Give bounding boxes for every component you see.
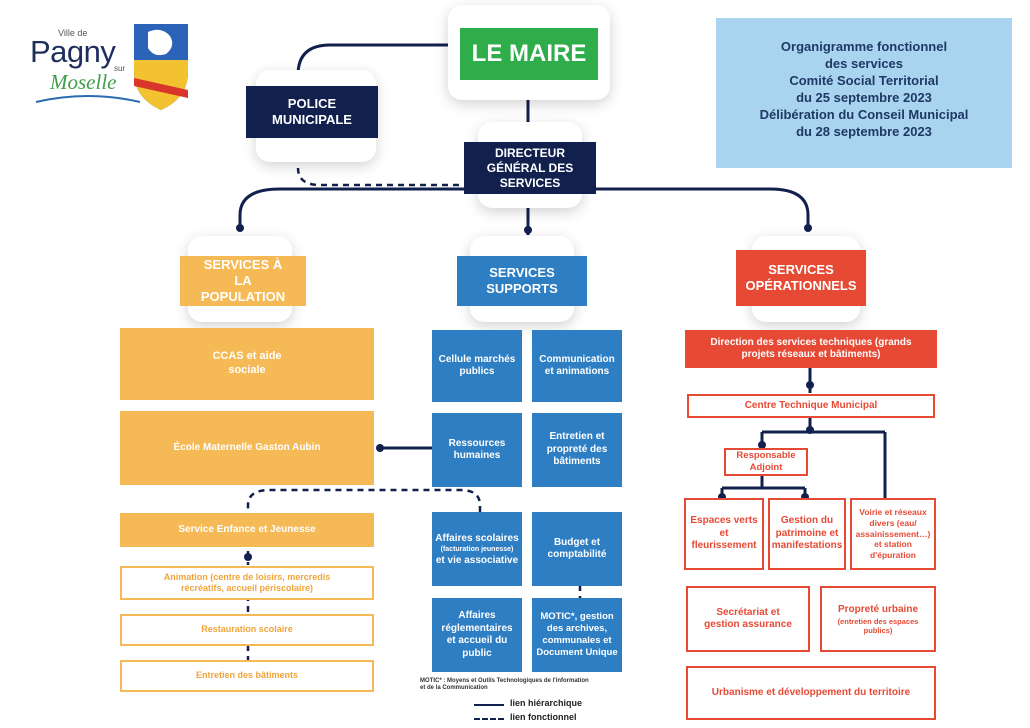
logo: Ville de Pagny sur Moselle (20, 20, 195, 115)
secretariat-box: Secrétariat et gestion assurance (686, 586, 810, 652)
legend-dashed-line-icon (474, 718, 504, 720)
pole-operationnels-box: SERVICES OPÉRATIONNELS (736, 250, 866, 306)
entretien-box: Entretien des bâtiments (120, 660, 374, 692)
legend: lien hiérarchique lien fonctionnel (474, 698, 614, 726)
voirie-box: Voirie et réseaux divers (eau/ assainiss… (850, 498, 936, 570)
info-line-6: du 28 septembre 2023 (796, 124, 932, 139)
info-box: Organigramme fonctionnel des services Co… (716, 18, 1012, 168)
reglementaires-box: Affaires réglementaires et accueil du pu… (432, 598, 522, 672)
info-line-2: des services (824, 56, 904, 71)
proprete-urbaine-box: Propreté urbaine (entretien des espaces … (820, 586, 936, 652)
line-rh-enfance-functional (246, 488, 482, 512)
scolaires-title: Affaires scolaires (435, 532, 519, 544)
logo-text-pagny: Pagny (30, 34, 116, 69)
communication-box: Communication et animations (532, 330, 622, 402)
urbanisme-box: Urbanisme et développement du territoire (686, 666, 936, 720)
logo-text-ville: Ville de (58, 28, 88, 38)
dst-box: Direction des services techniques (grand… (685, 330, 937, 368)
police-box: POLICE MUNICIPALE (246, 86, 378, 138)
legend-solid-line-icon (474, 704, 504, 706)
info-line-1: Organigramme fonctionnel (780, 39, 948, 54)
line-police-dgs-functional (296, 167, 470, 187)
scolaires-sub: (facturation jeunesse) (440, 545, 514, 553)
motic-box: MOTIC*, gestion des archives, communales… (532, 598, 622, 672)
coat-of-arms-icon (134, 24, 188, 110)
restauration-box: Restauration scolaire (120, 614, 374, 646)
espaces-verts-box: Espaces verts et fleurissement (684, 498, 764, 570)
line-dgs-right (590, 187, 810, 228)
line-dgs-branches (238, 187, 470, 228)
line-ctm-split (760, 418, 887, 505)
entretien-proprete-box: Entretien et propreté des bâtiments (532, 413, 622, 487)
proprete-title: Propreté urbaine (837, 603, 919, 615)
ecole-box: École Maternelle Gaston Aubin (120, 411, 374, 485)
logo-text-moselle: Moselle (50, 70, 117, 94)
adjoint-box: Responsable Adjoint (724, 448, 808, 476)
budget-box: Budget et comptabilité (532, 512, 622, 586)
ctm-box: Centre Technique Municipal (687, 394, 935, 418)
line-adjoint-split (720, 476, 807, 497)
rh-box: Ressources humaines (432, 413, 522, 487)
scolaires-box: Affaires scolaires (facturation jeunesse… (432, 512, 522, 586)
enfance-box: Service Enfance et Jeunesse (120, 513, 374, 547)
logo-swoosh-icon (35, 95, 141, 103)
info-line-4: du 25 septembre 2023 (796, 90, 932, 105)
scolaires-end: et vie associative (435, 554, 519, 566)
pole-population-box: SERVICES À LA POPULATION (180, 256, 306, 306)
dgs-box: DIRECTEUR GÉNÉRAL DES SERVICES (464, 142, 596, 194)
pole-supports-box: SERVICES SUPPORTS (457, 256, 587, 306)
proprete-sub: (entretien des espaces publics) (837, 616, 919, 635)
ccas-box: CCAS et aide sociale (120, 328, 374, 400)
legend-fonctionnel-label: lien fonctionnel (510, 712, 577, 722)
legend-hierarchique-label: lien hiérarchique (510, 698, 583, 708)
marches-box: Cellule marchés publics (432, 330, 522, 402)
logo-text-sur: sur (114, 64, 126, 73)
patrimoine-box: Gestion du patrimoine et manifestations (768, 498, 846, 570)
animation-box: Animation (centre de loisirs, mercredis … (120, 566, 374, 600)
info-line-5: Délibération du Conseil Municipal (759, 107, 969, 122)
info-line-3: Comité Social Territorial (789, 73, 939, 88)
maire-box: LE MAIRE (460, 28, 598, 80)
motic-footnote: MOTIC* : Moyens et Outils Technologiques… (420, 678, 589, 691)
